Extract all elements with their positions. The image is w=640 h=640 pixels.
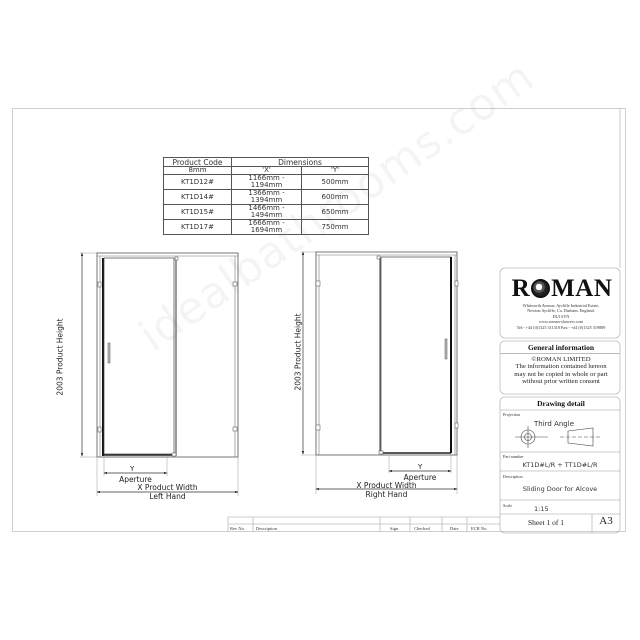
paper-size: A3: [599, 515, 613, 527]
title-block-outline: [227, 108, 621, 534]
address-line: Whitworth Avenue, Aycliffe Industrial Es…: [522, 303, 600, 308]
logo-text-left: R: [511, 275, 531, 302]
checked-header: Checked: [414, 526, 430, 531]
y-dimension-cell: 750mm: [301, 219, 369, 235]
copyright-line: ©ROMAN LIMITED: [531, 356, 591, 363]
left-hand-enclosure-drawing: [80, 252, 239, 496]
address-line: DL5 6YN: [552, 313, 570, 319]
left-hand-label: Left Hand: [149, 492, 186, 501]
x-dimension-cell: 1666mm - 1694mm: [231, 219, 302, 235]
ecr-no-header: ECR No.: [471, 526, 488, 531]
address-line: Newton Aycliffe, Co. Durham. England.: [527, 308, 595, 314]
left-aperture-y-label: Y: [130, 465, 135, 473]
left-product-height-label: 2003 Product Height: [55, 318, 65, 396]
website-line: www.roman-showers.com: [539, 319, 583, 325]
notice-line: The information contained hereon: [515, 363, 607, 371]
x-dimension-cell: 1466mm - 1494mm: [231, 204, 302, 220]
table-row: KT1D14# 1366mm - 1394mm 600mm: [163, 189, 369, 205]
general-information-title: General information: [527, 343, 595, 352]
right-hand-label: Right Hand: [365, 490, 408, 499]
sign-header: Sign: [390, 526, 399, 531]
right-hand-enclosure-drawing: [301, 251, 459, 494]
description-header: Description: [256, 526, 277, 531]
left-product-width-label: X Product Width: [137, 483, 198, 492]
table-row: KT1D17# 1666mm - 1694mm 750mm: [163, 219, 369, 235]
divider: [500, 353, 620, 354]
date-header: Date: [450, 526, 459, 531]
company-address: Whitworth Avenue, Aycliffe Industrial Es…: [502, 303, 620, 330]
logo-text-right: MAN: [551, 275, 613, 302]
table-row: KT1D12# 1166mm - 1194mm 500mm: [163, 174, 369, 190]
projection-value: Third Angle: [534, 420, 575, 428]
notice-line: without prior written consent: [522, 378, 600, 386]
right-aperture-y-label: Y: [418, 463, 423, 471]
part-number-value: KT1D#L/R + TT1D#L/R: [522, 461, 598, 469]
description-label: Description: [503, 474, 523, 479]
part-number-label: Part number: [503, 454, 524, 459]
rev-no-header: Rev No.: [230, 526, 245, 531]
description-value: Sliding Door for Alcove: [522, 485, 598, 493]
right-product-height-label: 2003 Product Height: [293, 313, 303, 391]
x-dimension-cell: 1366mm - 1394mm: [231, 189, 302, 205]
third-angle-projection-icon: [515, 426, 600, 448]
product-dimensions-table: Product Code Dimensions 8mm 'X' 'Y' KT1D…: [163, 157, 369, 235]
table-row: KT1D15# 1466mm - 1494mm 650mm: [163, 204, 369, 220]
roman-logo: R MAN: [504, 275, 620, 303]
right-aperture-label: Aperture: [403, 473, 437, 482]
notice-line: may not be copied in whole or part: [514, 370, 608, 378]
drawing-sheet-border: [12, 108, 626, 532]
drawing-detail-title: Drawing detail: [537, 399, 585, 408]
left-aperture-label: Aperture: [119, 475, 152, 484]
scale-value: 1:15: [534, 505, 549, 513]
sheet-number: Sheet 1 of 1: [527, 518, 565, 527]
general-information-text: ©ROMAN LIMITED The information contained…: [502, 356, 620, 386]
scale-label: Scale: [503, 503, 513, 508]
phone-fax-line: Tel:- +44 (0)1325 311318 Fax:- +44 (0)13…: [516, 324, 606, 330]
right-product-width-label: X Product Width: [356, 481, 417, 490]
projection-label: Projection: [503, 412, 521, 417]
globe-icon: [531, 279, 551, 298]
